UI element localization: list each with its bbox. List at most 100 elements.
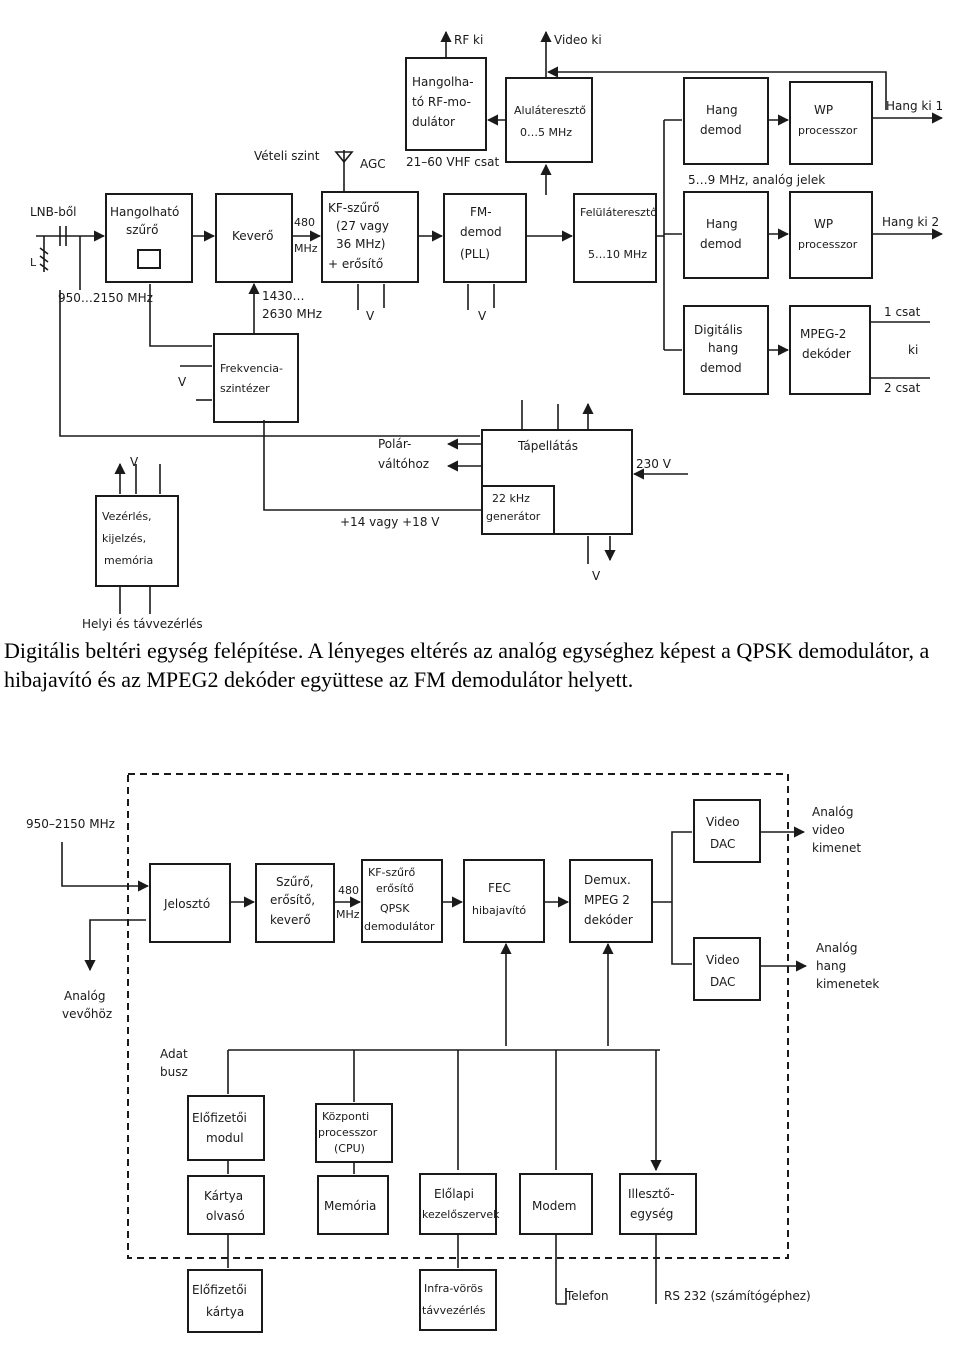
cpu-block: Központi processzor (CPU): [315, 1103, 393, 1163]
svg-text:memória: memória: [104, 554, 153, 567]
lnb-input-label: LNB-ből: [30, 205, 77, 219]
svg-text:Jelosztó: Jelosztó: [163, 897, 210, 911]
svg-text:Hangolható: Hangolható: [110, 205, 179, 219]
svg-text:Aluláteresztő: Aluláteresztő: [514, 104, 586, 117]
video-dac-2-block: Video DAC: [693, 937, 761, 1001]
svg-text:Hang: Hang: [706, 217, 738, 231]
receive-level-label: Vételi szint: [254, 149, 320, 163]
rf-modulator-block: Hangolha- tó RF-mo- dulátor: [405, 57, 487, 151]
polarizer-label: Polár-: [378, 437, 411, 451]
frequency-synthesizer-block: Frekvencia- szintézer: [213, 333, 299, 423]
svg-text:(CPU): (CPU): [334, 1142, 365, 1155]
svg-text:MHz: MHz: [336, 908, 360, 921]
svg-text:Kártya: Kártya: [204, 1189, 243, 1203]
card-reader-block: Kártya olvasó: [187, 1175, 265, 1235]
svg-text:kijelzés,: kijelzés,: [102, 532, 146, 545]
svg-text:FEC: FEC: [488, 881, 511, 895]
control-display-memory-block: Vezérlés, kijelzés, memória: [95, 495, 179, 587]
highpass-split-wire: [656, 119, 682, 351]
agc-label: AGC: [360, 157, 386, 171]
sound-demod-2-block: Hang demod: [683, 191, 769, 279]
svg-text:1430…: 1430…: [262, 289, 305, 303]
svg-text:demod: demod: [700, 237, 742, 251]
svg-text:kezelőszervek: kezelőszervek: [422, 1208, 500, 1221]
svg-text:szűrő: szűrő: [126, 223, 158, 237]
svg-text:Felüláteresztő: Felüláteresztő: [580, 206, 657, 219]
data-bus-label: Adat: [160, 1047, 188, 1061]
svg-text:Előfizetői: Előfizetői: [192, 1283, 247, 1297]
fm-demod-block: FM- demod (PLL): [443, 193, 527, 283]
svg-text:Frekvencia-: Frekvencia-: [220, 362, 283, 375]
analog-video-label: Analóg: [812, 805, 853, 819]
svg-text:Modem: Modem: [532, 1199, 576, 1213]
vhf-channel-label: 21–60 VHF csat: [406, 155, 500, 169]
analog-receiver-label: Analóg: [64, 989, 105, 1003]
sound-out-2-label: Hang ki 2: [882, 215, 939, 229]
svg-text:vevőhöz: vevőhöz: [62, 1007, 112, 1021]
svg-text:dulátor: dulátor: [412, 115, 455, 129]
svg-text:Digitális: Digitális: [694, 323, 743, 337]
mains-label: 230 V: [636, 457, 672, 471]
svg-text:DAC: DAC: [710, 837, 735, 851]
input-frequency-label: 950–2150 MHz: [26, 817, 115, 831]
svg-text:Tápellátás: Tápellátás: [517, 439, 578, 453]
svg-text:hang: hang: [816, 959, 846, 973]
svg-text:2 csat: 2 csat: [884, 381, 921, 395]
svg-text:távvezérlés: távvezérlés: [422, 1304, 486, 1317]
video-out-label: Video ki: [554, 33, 602, 47]
svg-text:dekóder: dekóder: [584, 913, 633, 927]
svg-text:Előfizetői: Előfizetői: [192, 1111, 247, 1125]
remote-control-label: Helyi és távvezérlés: [82, 617, 203, 631]
modem-block: Modem: [519, 1173, 593, 1235]
svg-text:22 kHz: 22 kHz: [492, 492, 530, 505]
svg-text:ki: ki: [908, 343, 918, 357]
svg-text:keverő: keverő: [270, 913, 311, 927]
svg-text:váltóhoz: váltóhoz: [378, 457, 429, 471]
svg-text:generátor: generátor: [486, 510, 541, 523]
svg-text:dekóder: dekóder: [802, 347, 851, 361]
infrared-remote-block: Infra-vörös távvezérlés: [419, 1269, 497, 1331]
wp-processor-2-block: WP processzor: [789, 191, 873, 279]
svg-text:36 MHz): 36 MHz): [336, 237, 385, 251]
video-out-arrow: Video ki: [540, 30, 602, 78]
svg-text:tó RF-mo-: tó RF-mo-: [412, 95, 471, 109]
subscriber-card-block: Előfizetői kártya: [187, 1269, 263, 1333]
svg-text:(27 vagy: (27 vagy: [336, 219, 389, 233]
demux-mpeg2-block: Demux. MPEG 2 dekóder: [569, 859, 653, 943]
mpeg2-decoder-top-block: MPEG-2 dekóder: [789, 305, 871, 395]
svg-text:V: V: [366, 309, 375, 323]
tunable-filter-block: Hangolható szűrő: [105, 193, 193, 283]
svg-text:Keverő: Keverő: [232, 229, 273, 243]
mixer-block: Keverő: [215, 193, 293, 283]
svg-text:demodulátor: demodulátor: [364, 920, 435, 933]
digital-sound-demod-block: Digitális hang demod: [683, 305, 769, 395]
svg-text:+ erősítő: + erősítő: [328, 257, 383, 271]
svg-text:Infra-vörös: Infra-vörös: [424, 1282, 483, 1295]
analog-receiver-block-diagram: RF ki Video ki Hangolha- tó RF-mo- dulát…: [30, 30, 943, 631]
lnb-voltage-label: +14 vagy +18 V: [340, 515, 440, 529]
lnb-frequency-label: 950…2150 MHz: [58, 291, 153, 305]
svg-text:processzor: processzor: [798, 124, 858, 137]
svg-text:Demux.: Demux.: [584, 873, 631, 887]
svg-text:kimenetek: kimenetek: [816, 977, 879, 991]
svg-text:hang: hang: [708, 341, 738, 355]
fec-block: FEC hibajavító: [463, 859, 545, 943]
svg-text:480: 480: [338, 884, 359, 897]
front-panel-block: Előlapi kezelőszervek: [419, 1173, 500, 1235]
svg-text:MPEG 2: MPEG 2: [584, 893, 630, 907]
svg-text:processzor: processzor: [318, 1126, 378, 1139]
digital-receiver-block-diagram: 950–2150 MHz Jelosztó Analóg vevőhöz Szű…: [26, 773, 879, 1333]
svg-text:Központi: Központi: [322, 1110, 369, 1123]
svg-text:DAC: DAC: [710, 975, 735, 989]
svg-text:egység: egység: [630, 1207, 673, 1221]
svg-text:olvasó: olvasó: [206, 1209, 245, 1223]
figure-caption: Digitális beltéri egység felépítése. A l…: [4, 638, 930, 692]
svg-text:busz: busz: [160, 1065, 188, 1079]
sound-demod-1-block: Hang demod: [683, 77, 769, 165]
svg-text:FM-: FM-: [470, 205, 492, 219]
if-filter-block: KF-szűrő (27 vagy 36 MHz) + erősítő: [321, 191, 419, 283]
svg-text:1 csat: 1 csat: [884, 305, 921, 319]
svg-text:erősítő,: erősítő,: [270, 893, 315, 907]
svg-text:MPEG-2: MPEG-2: [800, 327, 846, 341]
power-supply-block: Tápellátás 22 kHz generátor: [481, 429, 633, 535]
